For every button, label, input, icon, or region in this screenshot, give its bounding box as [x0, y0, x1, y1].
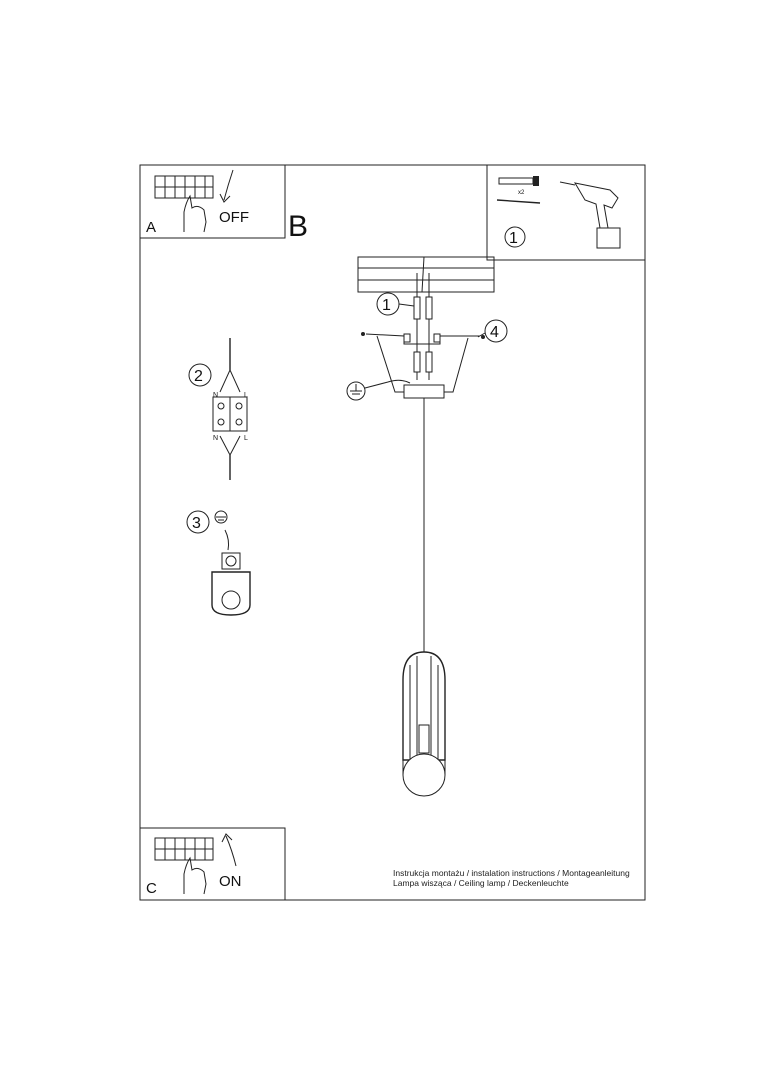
bulb-globe — [402, 753, 446, 797]
wire-label-l-top: L — [244, 392, 248, 399]
footer-caption: Instrukcja montażu / instalation instruc… — [393, 868, 630, 888]
ground-symbol-icon — [214, 510, 228, 524]
ground-terminal — [211, 529, 251, 616]
ground-symbol-icon — [346, 381, 389, 401]
footer-line-1: Instrukcja montażu / instalation instruc… — [393, 868, 630, 878]
arrow-down-icon — [219, 169, 234, 203]
screw-icon — [496, 199, 541, 204]
hand-icon — [183, 194, 207, 233]
panel-b-letter: B — [288, 210, 308, 243]
wire-label-n-bottom: N — [213, 435, 218, 442]
hand-icon — [183, 856, 207, 895]
arrow-up-icon — [221, 833, 237, 867]
panel-a-letter: A — [146, 219, 156, 236]
outer-frame — [139, 164, 646, 901]
footer-line-2: Lampa wisząca / Ceiling lamp / Deckenleu… — [393, 878, 569, 888]
step-1-label: 1 — [382, 297, 391, 314]
panel-c-letter: C — [146, 880, 157, 897]
step-3-label: 3 — [192, 515, 201, 532]
panel-a-power-off: A OFF — [139, 164, 286, 239]
breaker-panel-icon — [154, 175, 214, 199]
terminal-block-wiring — [212, 338, 248, 480]
off-label: OFF — [219, 209, 249, 226]
step-2-label: 2 — [194, 368, 203, 385]
drill-icon — [559, 181, 621, 249]
quantity-label: x2 — [518, 190, 525, 196]
wire-label-n-top: N — [213, 392, 218, 399]
mounting-bracket — [361, 332, 485, 399]
tools-step-number: 1 — [509, 230, 518, 247]
step-4-label: 4 — [490, 324, 499, 341]
tools-box: x2 1 — [486, 164, 646, 261]
dowel-icon — [498, 176, 539, 186]
mounting-screws — [413, 273, 433, 380]
canopy-connector — [403, 384, 445, 399]
pendant-lamp-shade — [402, 651, 446, 797]
panel-c-power-on: C ON — [139, 827, 286, 901]
on-label: ON — [219, 873, 242, 890]
wire-label-l-bottom: L — [244, 435, 248, 442]
ceiling-block — [357, 256, 495, 293]
breaker-panel-icon — [154, 837, 214, 861]
